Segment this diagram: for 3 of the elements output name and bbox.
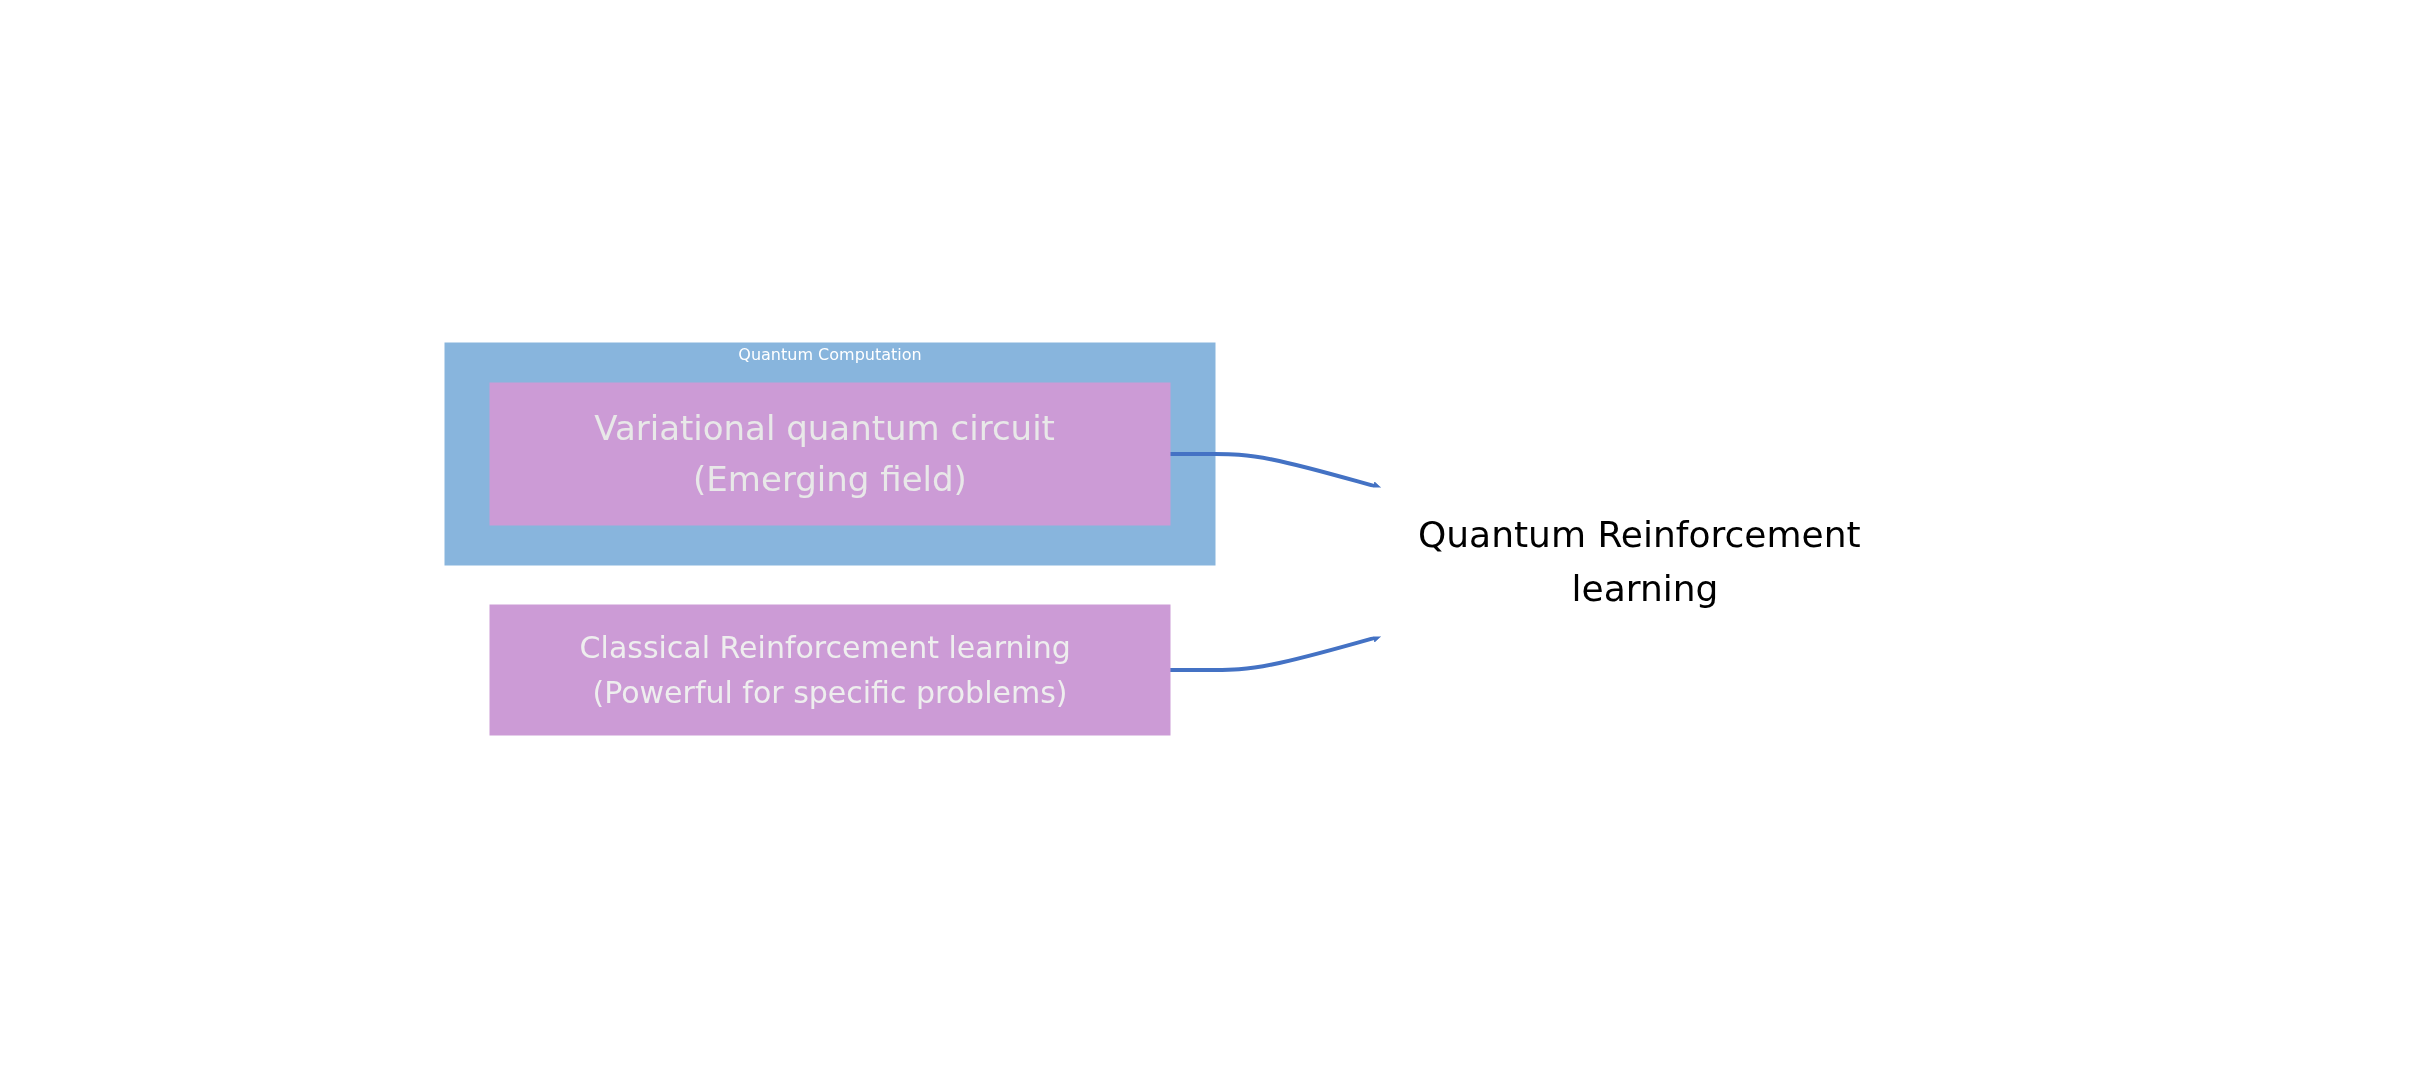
node-box: Variational quantum circuit (Emerging field): [489, 382, 1171, 526]
node-text: Quantum Reinforcement learning: [1417, 514, 1861, 609]
node-box: Classical Reinforcement learning (Powerful for specific problems): [489, 604, 1171, 736]
